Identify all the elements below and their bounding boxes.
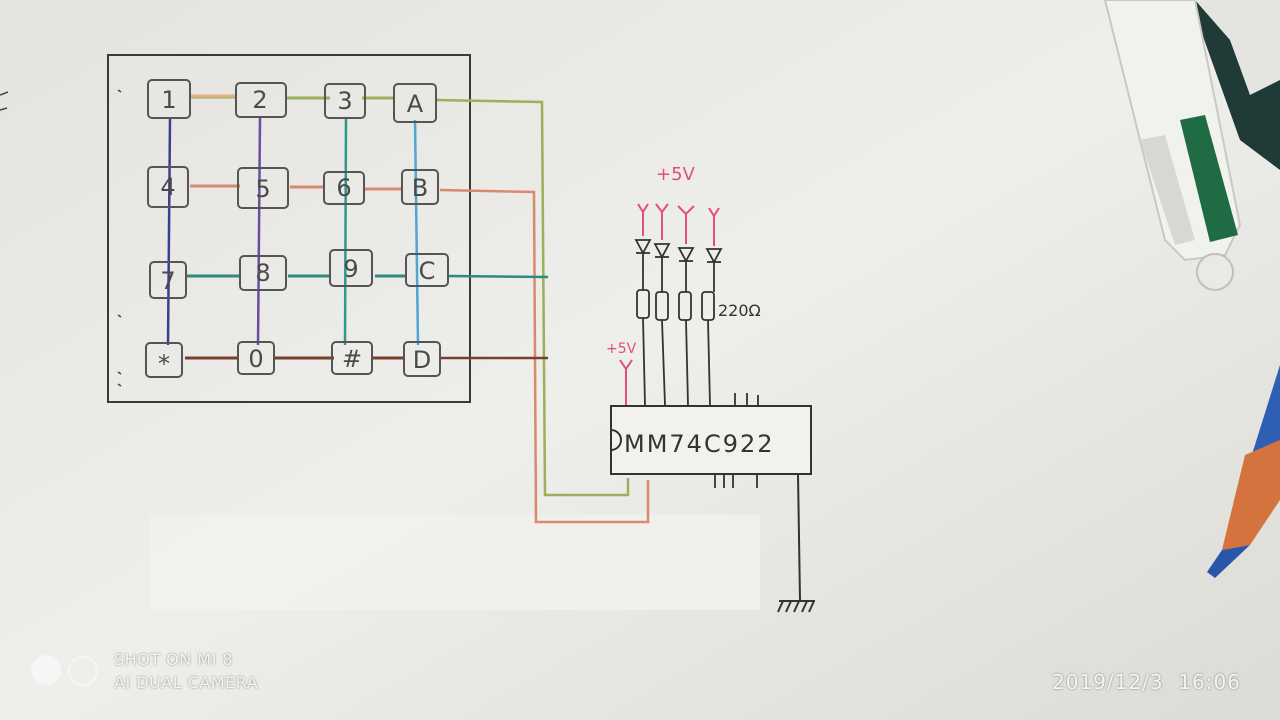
ground-symbol (777, 473, 815, 613)
pencil-object (1207, 365, 1280, 578)
margin-marks (0, 89, 122, 387)
key-1: 1 (147, 79, 191, 119)
key-star: * (145, 342, 183, 378)
key-8: 8 (239, 255, 287, 291)
resistor-array (636, 253, 715, 406)
led-supply-arrows (637, 203, 720, 246)
correction-patch (150, 515, 760, 610)
key-label: 8 (255, 259, 270, 287)
chip-pins (714, 393, 759, 488)
resistor-value-label: 220Ω (718, 301, 761, 320)
chip-label: MM74C922 (624, 430, 775, 458)
chip-supply-label: +5V (606, 341, 637, 357)
row-wires (185, 94, 650, 524)
key-label: 4 (160, 173, 175, 201)
key-label: 1 (161, 86, 176, 114)
key-label: B (412, 174, 428, 202)
key-label: 0 (248, 345, 263, 373)
key-label: 6 (336, 174, 351, 202)
watermark-ring-icon (68, 656, 98, 686)
watermark-dot-icon (31, 655, 61, 685)
key-label: 3 (337, 87, 352, 115)
col-wire-1 (166, 117, 172, 346)
key-9: 9 (329, 249, 373, 287)
chip-supply-arrow (619, 359, 633, 406)
key-label: # (342, 345, 362, 373)
key-D: D (403, 341, 441, 377)
watermark-line1: SHOT ON MI 8 (114, 650, 234, 669)
keypad: 1 2 3 A 4 5 6 B (145, 79, 449, 378)
col-wire-4 (413, 119, 420, 346)
key-A: A (393, 83, 437, 123)
key-B: B (401, 169, 439, 205)
key-2: 2 (235, 82, 287, 118)
key-5: 5 (237, 167, 289, 209)
key-hash: # (331, 341, 373, 375)
photo-timestamp: 2019/12/3 16:06 (1052, 670, 1241, 694)
led-supply-label: +5V (656, 164, 696, 185)
resistor-3 (678, 291, 692, 321)
col-wire-3 (343, 117, 348, 346)
key-3: 3 (324, 83, 366, 119)
key-0: 0 (237, 341, 275, 375)
key-label: 7 (160, 267, 175, 295)
key-label: D (413, 346, 431, 374)
key-label: A (407, 90, 424, 118)
key-label: C (419, 257, 436, 285)
keypad-frame (107, 54, 471, 403)
key-label: 2 (252, 86, 267, 114)
watermark-line2: AI DUAL CAMERA (114, 673, 259, 692)
key-7: 7 (149, 261, 187, 299)
key-label: * (158, 350, 170, 378)
ic-chip: MM74C922 (610, 405, 812, 475)
key-label: 5 (255, 175, 270, 203)
key-4: 4 (147, 166, 189, 208)
key-6: 6 (323, 171, 365, 205)
col-wire-2 (256, 117, 262, 346)
column-wires (166, 117, 420, 346)
key-label: 9 (343, 255, 358, 283)
key-C: C (405, 253, 449, 287)
pen-object (1103, 0, 1280, 291)
